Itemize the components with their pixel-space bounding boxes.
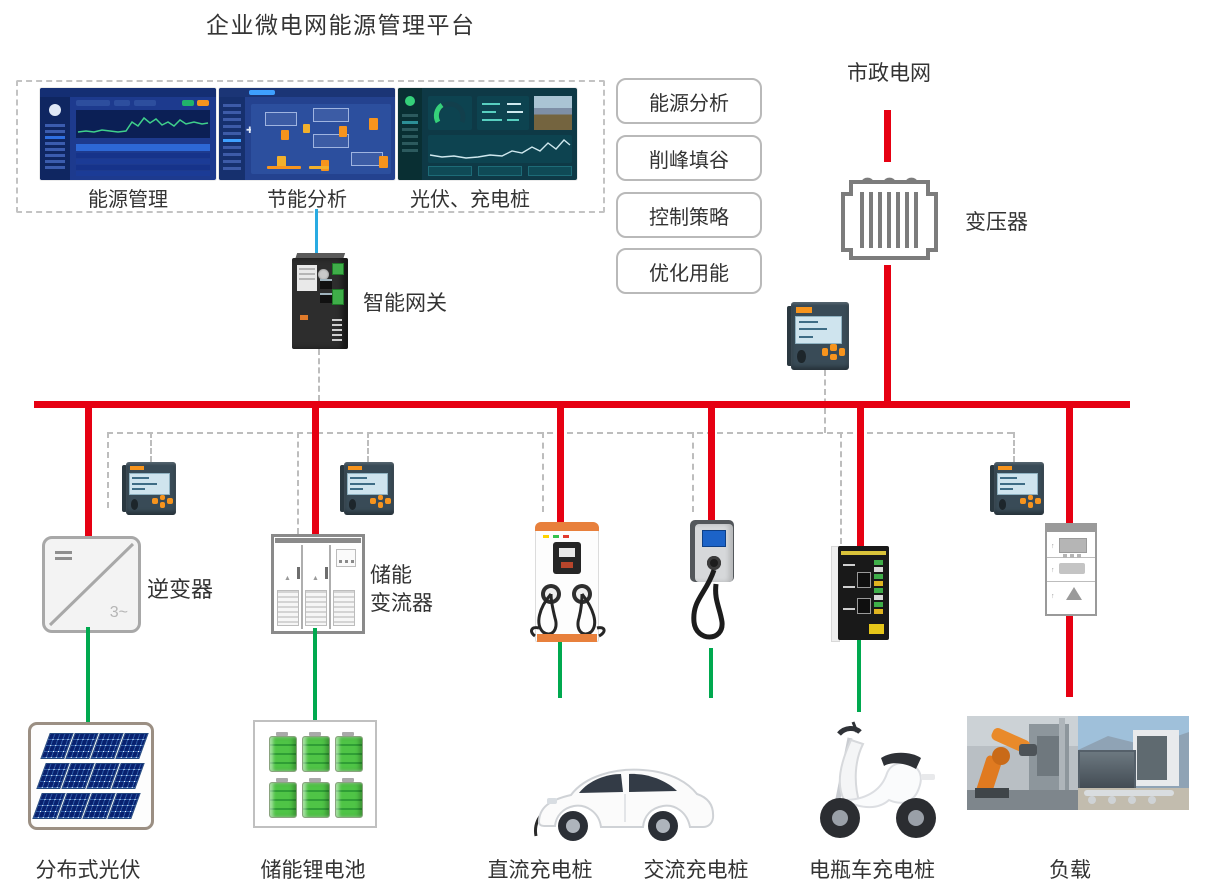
function-chip-optimize-energy: 优化用能 bbox=[616, 248, 762, 294]
pv-site-photo-thumb bbox=[534, 96, 572, 130]
plus-icon: ✚ bbox=[246, 125, 254, 135]
screenshot-pv-charger bbox=[398, 88, 577, 180]
inverter-label: 逆变器 bbox=[147, 577, 214, 602]
dc-line-ebike-charger-to-scooter bbox=[857, 640, 861, 712]
power-line-transformer-to-bus bbox=[884, 265, 891, 401]
gateway-label: 智能网关 bbox=[363, 292, 447, 315]
transformer-icon bbox=[831, 170, 948, 265]
power-meter-icon bbox=[990, 462, 1044, 515]
pcs-cabinet-icon: ▲ ▲ bbox=[271, 534, 365, 634]
app-logo-icon bbox=[405, 96, 415, 106]
comm-drop-ac-charger bbox=[692, 432, 694, 512]
comm-drop-meter2 bbox=[367, 432, 369, 462]
dc-line-inverter-to-pv bbox=[86, 627, 90, 722]
load-photo-hvac bbox=[1078, 716, 1189, 810]
screenshot-topbar bbox=[40, 88, 216, 97]
power-meter-icon bbox=[340, 462, 394, 515]
page-title: 企业微电网能源管理平台 bbox=[206, 12, 476, 38]
function-chip-peak-shaving: 削峰填谷 bbox=[616, 135, 762, 181]
pv-array-icon bbox=[28, 722, 154, 830]
battery-label: 储能锂电池 bbox=[260, 859, 366, 882]
battery-bank-icon bbox=[253, 720, 377, 828]
ac-symbol: 3~ bbox=[109, 604, 128, 621]
power-line-bus-to-dc-charger bbox=[557, 408, 564, 522]
pcs-label-line2: 变流器 bbox=[370, 592, 433, 615]
stats-panel-thumb bbox=[477, 96, 529, 130]
line-chart-thumb bbox=[428, 135, 572, 163]
load-photo-robot bbox=[967, 716, 1078, 810]
dc-charger-label: 直流充电桩 bbox=[487, 859, 593, 882]
power-line-bus-to-inverter bbox=[85, 408, 92, 536]
scooter-image bbox=[793, 712, 948, 845]
pv-label: 分布式光伏 bbox=[35, 859, 141, 882]
dc-symbol bbox=[55, 551, 72, 554]
platform-group-box bbox=[16, 80, 605, 213]
line-chart-thumb bbox=[76, 110, 210, 138]
caption-energy-management: 能源管理 bbox=[88, 189, 168, 211]
ev-car-image bbox=[525, 742, 721, 850]
power-meter-icon bbox=[787, 302, 849, 370]
power-line-grid-to-transformer bbox=[884, 110, 891, 162]
comm-drop-ebike-charger bbox=[840, 432, 842, 544]
status-panel-thumb bbox=[478, 166, 522, 176]
comm-line-platform-to-gateway bbox=[315, 209, 318, 253]
comm-line-gateway-to-bus bbox=[318, 349, 320, 401]
function-chip-energy-analysis: 能源分析 bbox=[616, 78, 762, 124]
gauge-panel-thumb bbox=[428, 96, 472, 130]
comm-drop-meter3 bbox=[1013, 432, 1015, 462]
caption-energy-saving: 节能分析 bbox=[267, 189, 347, 211]
power-meter-icon bbox=[122, 462, 176, 515]
ac-charger-icon bbox=[686, 518, 742, 648]
ebike-charger-label: 电瓶车充电桩 bbox=[809, 859, 935, 882]
dc-line-ac-charger-to-car bbox=[709, 648, 713, 698]
power-line-load-box-to-load bbox=[1066, 612, 1073, 697]
comm-drop-inverter bbox=[107, 432, 109, 508]
comm-drop-meter1 bbox=[150, 432, 152, 462]
caption-pv-charger: 光伏、充电桩 bbox=[410, 189, 530, 211]
inverter-icon: 3~ bbox=[42, 536, 141, 633]
status-panel-thumb bbox=[428, 166, 472, 176]
dc-line-pcs-to-battery bbox=[313, 628, 317, 720]
comm-drop-pcs bbox=[297, 432, 299, 534]
energy-flow-diagram-thumb bbox=[251, 104, 391, 174]
transformer-label: 变压器 bbox=[965, 211, 1028, 234]
pcs-label-line1: 储能 bbox=[370, 564, 412, 587]
power-line-bus-to-ac-charger bbox=[708, 408, 715, 520]
screenshot-energy-saving: ✚ bbox=[219, 88, 395, 180]
function-chip-control-strategy: 控制策略 bbox=[616, 192, 762, 238]
ac-charger-label: 交流充电桩 bbox=[643, 859, 749, 882]
dc-charger-icon bbox=[530, 522, 606, 642]
ebike-charger-icon bbox=[831, 546, 889, 642]
power-line-bus-to-load-box bbox=[1066, 408, 1073, 523]
grid-label: 市政电网 bbox=[847, 62, 931, 85]
table-header-thumb bbox=[76, 144, 210, 151]
screenshot-energy-management bbox=[40, 88, 216, 180]
app-logo-icon bbox=[49, 104, 61, 116]
main-power-bus bbox=[34, 401, 1130, 408]
load-label: 负载 bbox=[1049, 859, 1091, 882]
load-distribution-box-icon: ↑ ↑ ↑ bbox=[1045, 523, 1097, 616]
status-panel-thumb bbox=[528, 166, 572, 176]
smart-gateway-icon bbox=[292, 253, 348, 349]
dc-line-dc-charger-to-car bbox=[558, 642, 562, 698]
comm-drop-dc-charger bbox=[542, 432, 544, 512]
screenshot-sidebar bbox=[219, 97, 245, 180]
power-line-bus-to-pcs bbox=[312, 408, 319, 534]
power-line-bus-to-ebike-charger bbox=[857, 408, 864, 546]
